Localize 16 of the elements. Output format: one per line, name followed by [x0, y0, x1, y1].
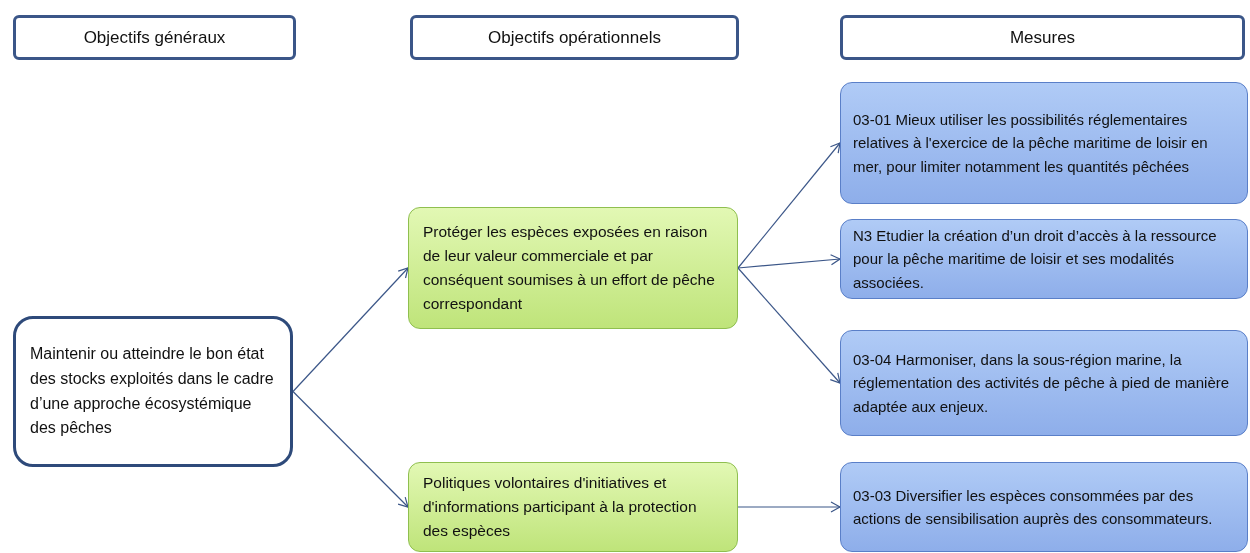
arrow	[737, 501, 841, 513]
column-header: Objectifs généraux	[13, 15, 296, 60]
measure-box: 03-01 Mieux utiliser les possibilités réglementaires relatives à l'exercice de la pêche maritime de loisir en mer, pour limiter notamment les quantités pêchées	[840, 82, 1248, 204]
column-header: Mesures	[840, 15, 1245, 60]
objective-box: Politiques volontaires d'initiatives et d'informations participant à la protection des espèces	[408, 462, 738, 552]
measure-box: 03-04 Harmoniser, dans la sous-région marine, la réglementation des activités de pêche à pied de manière adaptée aux enjeux.	[840, 330, 1248, 436]
arrow	[292, 267, 409, 393]
arrow	[737, 254, 841, 269]
arrow	[737, 267, 841, 384]
measure-box: 03-03 Diversifier les espèces consommées par des actions de sensibilisation auprès des consommateurs.	[840, 462, 1248, 552]
goal-box: Maintenir ou atteindre le bon état des stocks exploités dans le cadre d’une approche écosystémique des pêches	[13, 316, 293, 467]
arrow	[737, 142, 841, 269]
arrow	[292, 390, 409, 508]
column-header: Objectifs opérationnels	[410, 15, 739, 60]
objective-box: Protéger les espèces exposées en raison de leur valeur commerciale et par conséquent soumises à un effort de pêche correspondant	[408, 207, 738, 329]
measure-box: N3 Etudier la création d’un droit d’accès à la ressource pour la pêche maritime de loisir et ses modalités associées.	[840, 219, 1248, 299]
